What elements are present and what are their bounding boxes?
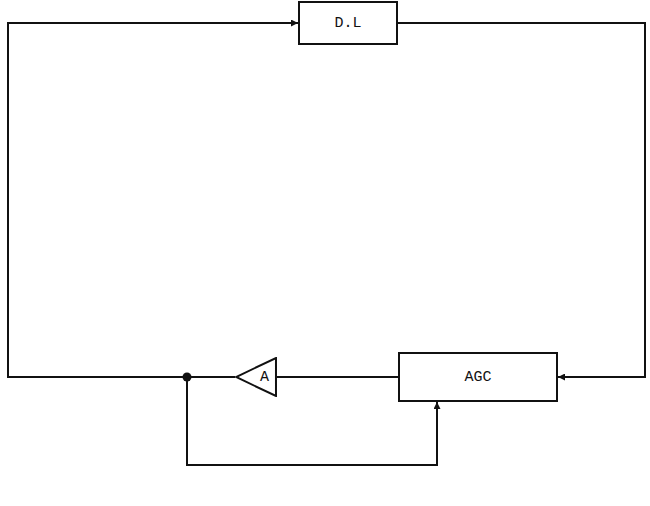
node-label: A (260, 370, 269, 385)
node-label: D.L (334, 16, 361, 31)
amplifier-triangle: A (235, 357, 277, 397)
agc-box: AGC (398, 352, 558, 402)
amplifier-outline (235, 357, 277, 397)
signal-wire (398, 23, 645, 377)
signal-wire (277, 376, 398, 378)
delay-line-box: D.L (298, 1, 398, 45)
amplifier-shape (236, 358, 276, 396)
connector-group (8, 23, 645, 465)
node-label: AGC (464, 370, 491, 385)
signal-wire (8, 23, 298, 377)
